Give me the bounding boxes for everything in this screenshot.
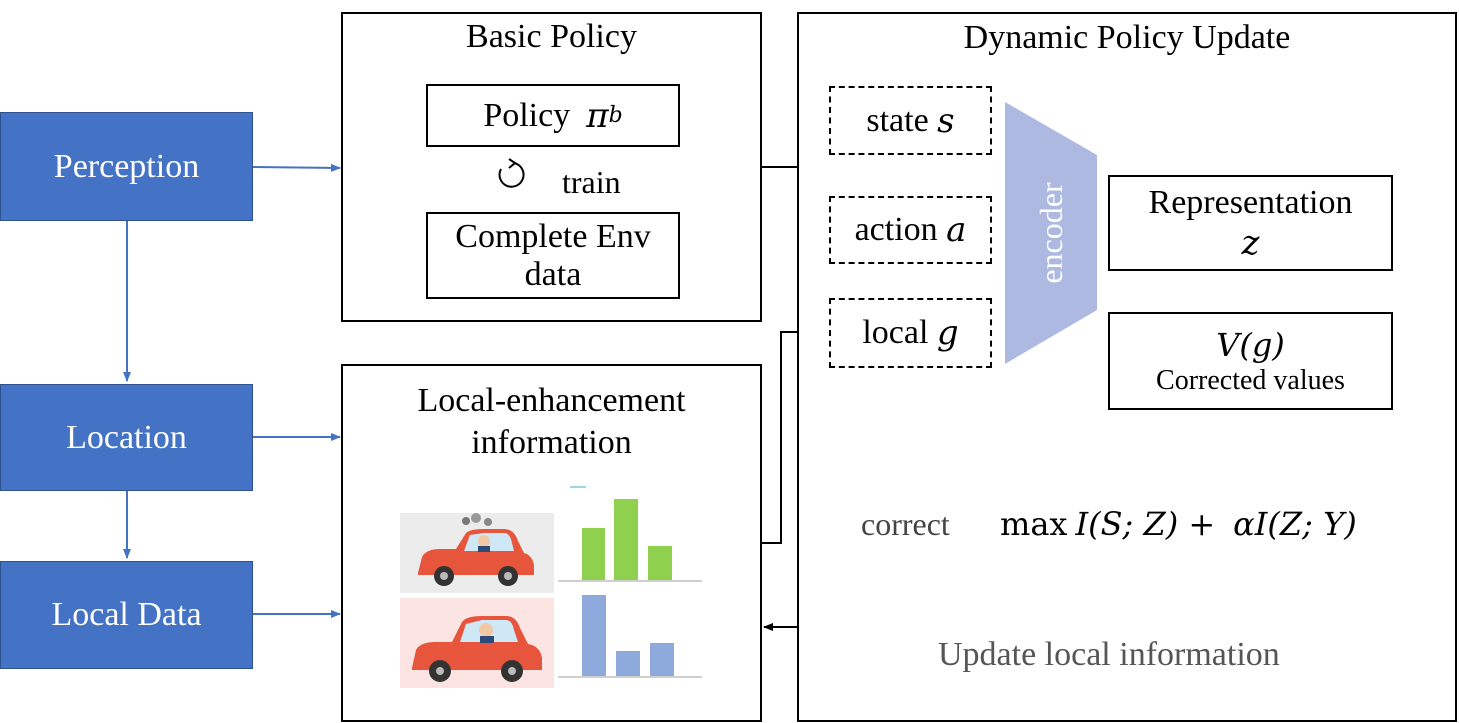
perception-label: Perception <box>53 147 200 185</box>
dynamic-policy-update-title: Dynamic Policy Update <box>963 19 1291 56</box>
encoder-shape <box>1005 102 1097 364</box>
action-variable: a <box>946 210 967 250</box>
local-enhancement-title-line1: Local-enhancement <box>417 382 686 419</box>
objective-term-1: I(S; Z) + <box>1075 505 1216 543</box>
blue-bar-2 <box>616 651 640 677</box>
local-statistics-bars <box>558 486 702 678</box>
policy-label: Policy <box>483 96 571 134</box>
objective-max: max <box>1000 505 1068 543</box>
local-g-box: local g <box>829 298 992 368</box>
local-data-label: Local Data <box>51 596 202 633</box>
state-box: state s <box>829 86 992 155</box>
env-label-line2: data <box>524 255 582 293</box>
value-caption: Corrected values <box>1156 365 1345 396</box>
green-bar-2 <box>614 499 638 581</box>
green-bar-1 <box>582 528 605 581</box>
value-expression: V(g) <box>1216 326 1285 364</box>
arrow-perception-to-basic-policy <box>252 163 341 172</box>
objective-expression: max I(S; Z) + αI(Z; Y) <box>1000 505 1357 543</box>
value-box: V(g) Corrected values <box>1108 312 1393 410</box>
representation-box: Representation z <box>1108 175 1393 271</box>
car-driver-illustration-top <box>400 513 554 593</box>
policy-symbol: π <box>586 95 609 136</box>
correct-label: correct <box>861 506 950 542</box>
train-label: train <box>562 164 621 200</box>
policy-subscript: b <box>608 103 623 128</box>
env-label-line1: Complete Env <box>455 217 651 255</box>
action-label: action <box>854 211 938 248</box>
objective-term-2: αI(Z; Y) <box>1233 505 1357 543</box>
representation-variable: z <box>1241 223 1260 263</box>
location-label: Location <box>66 418 187 456</box>
local-variable: g <box>936 313 959 353</box>
local-label: local <box>862 314 929 351</box>
refresh-cycle-icon <box>498 158 525 188</box>
update-local-information-label: Update local information <box>938 636 1280 673</box>
blue-bar-1 <box>582 595 606 677</box>
local-enhancement-title-line2: information <box>471 424 632 461</box>
location-box: Location <box>0 384 253 491</box>
representation-label: Representation <box>1148 184 1353 221</box>
encoder-label: encoder <box>1033 182 1069 284</box>
green-bar-3 <box>648 546 672 581</box>
action-box: action a <box>829 196 992 264</box>
perception-box: Perception <box>0 112 253 221</box>
blue-bar-3 <box>650 643 674 677</box>
state-variable: s <box>937 100 955 141</box>
complete-env-box: Complete Env data <box>426 212 680 299</box>
car-driver-illustration-bottom <box>400 598 554 688</box>
local-data-box: Local Data <box>0 561 253 669</box>
state-label: state <box>866 101 929 139</box>
basic-policy-title: Basic Policy <box>466 18 637 55</box>
